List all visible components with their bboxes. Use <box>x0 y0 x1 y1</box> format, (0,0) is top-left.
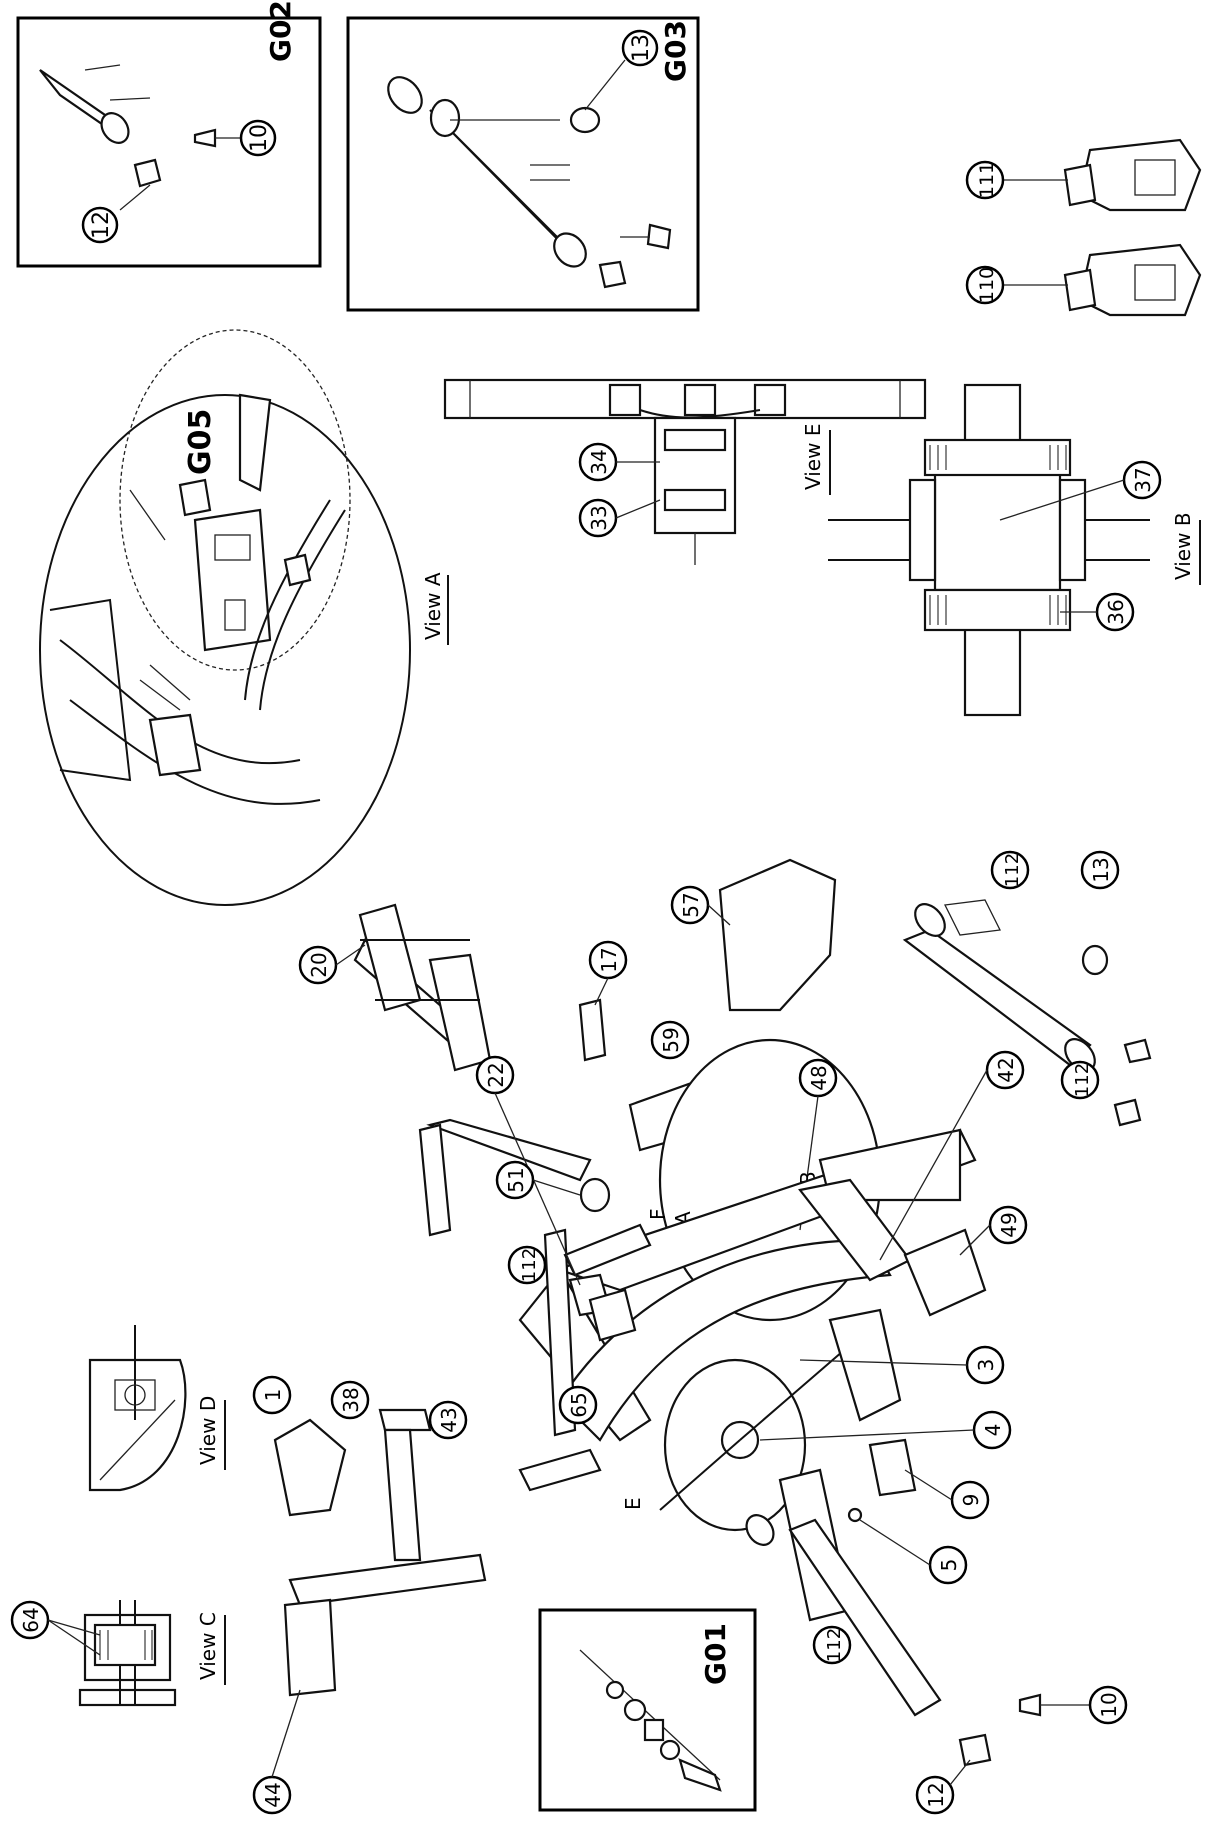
callout-text: 44 <box>261 1782 285 1807</box>
g02-detail-box: G02 10 12 <box>16 0 322 268</box>
callout-13 <box>1080 850 1120 890</box>
callout-text: 42 <box>994 1057 1018 1082</box>
callout-10 <box>1088 1685 1128 1725</box>
section-letter: F <box>646 1208 670 1220</box>
callout-43 <box>428 1400 468 1440</box>
callout-text: 22 <box>484 1062 508 1087</box>
callout-text: 48 <box>807 1065 831 1090</box>
callout-text: 65 <box>567 1392 591 1417</box>
callout-text: 112 <box>824 1628 845 1662</box>
pedal-111: 111 <box>965 138 1202 212</box>
callout-text: 111 <box>976 162 998 198</box>
callout-text: 36 <box>1104 599 1128 624</box>
callout-text: 10 <box>247 124 272 152</box>
callout-text: 110 <box>976 267 998 303</box>
callout-text: 37 <box>1131 467 1155 492</box>
g02-label: G02 <box>264 0 297 62</box>
callout-13-g03 <box>621 29 659 67</box>
callout-text: 112 <box>1002 853 1023 887</box>
callout-text: 3 <box>974 1359 998 1372</box>
callout-text: 112 <box>519 1248 540 1282</box>
view-b-hatching <box>929 445 1067 625</box>
view-d-label: View D <box>196 1396 220 1465</box>
view-a-detail: G05 View A <box>39 329 449 906</box>
callout-text: 20 <box>307 952 331 977</box>
g02-end-cap <box>133 158 162 188</box>
callout-110 <box>965 265 1005 305</box>
front-base-tube <box>788 1518 942 1717</box>
callout-text: 33 <box>587 505 611 530</box>
callout-text: 57 <box>679 892 703 917</box>
g03-label: G03 <box>659 20 692 82</box>
view-b-label: View B <box>1171 512 1195 580</box>
callout-text: 38 <box>339 1387 363 1412</box>
callout-text: 49 <box>997 1212 1021 1237</box>
callout-59 <box>650 1020 690 1060</box>
saddle-1 <box>273 1418 347 1517</box>
bike-main-assembly: 20 17 57 59 48 B F A E <box>252 850 1152 1815</box>
section-letter: E <box>621 1497 645 1510</box>
handlebar-bracket <box>426 1118 592 1182</box>
callout-text: 10 <box>1097 1692 1121 1717</box>
rear-base-tube <box>902 928 1092 1067</box>
g02-foot <box>193 128 217 148</box>
callout-10-g02 <box>239 119 277 157</box>
callout-text: 59 <box>659 1027 683 1052</box>
callout-1 <box>252 1375 292 1415</box>
callout-text: 5 <box>937 1559 961 1572</box>
callout-112-d <box>812 1625 852 1665</box>
g05-label: G05 <box>183 409 218 475</box>
view-a-bracket <box>193 508 272 652</box>
g01-label: G01 <box>699 1623 732 1685</box>
callout-38 <box>330 1380 370 1420</box>
callout-112-c <box>507 1245 547 1285</box>
callout-text: 43 <box>437 1407 461 1432</box>
view-d-detail: View D <box>88 1325 226 1492</box>
g01-detail-box: G01 <box>538 1608 757 1812</box>
g03-detail-box: G03 13 <box>346 16 700 312</box>
callout-text: 13 <box>629 34 654 62</box>
callout-text: 1 <box>261 1389 285 1402</box>
view-e-label: View E <box>801 424 825 490</box>
pedal-110: 110 <box>965 243 1202 317</box>
seat-57 <box>718 858 837 1012</box>
view-e-detail: View E 34 33 <box>443 378 927 565</box>
callout-text: 34 <box>587 449 611 474</box>
callout-text: 64 <box>19 1607 43 1632</box>
callout-111 <box>965 160 1005 200</box>
callout-12-g02 <box>81 206 119 244</box>
callout-text: 4 <box>981 1424 1005 1437</box>
callout-text: 12 <box>924 1782 948 1807</box>
callout-112-b <box>1060 1060 1100 1100</box>
view-a-label: View A <box>421 572 445 640</box>
view-c-label: View C <box>196 1612 220 1680</box>
callout-text: 9 <box>959 1494 983 1507</box>
view-c-detail: View C 64 <box>10 1600 226 1707</box>
callout-112-a <box>990 850 1030 890</box>
callout-text: 17 <box>597 947 621 972</box>
callout-65 <box>558 1385 598 1425</box>
callout-12 <box>915 1775 955 1815</box>
callout-text: 112 <box>1072 1063 1093 1097</box>
callout-text: 51 <box>504 1167 528 1192</box>
view-b-detail: View B 37 36 <box>828 383 1201 717</box>
callout-text: 13 <box>1089 857 1113 882</box>
callout-text: 12 <box>89 211 114 239</box>
